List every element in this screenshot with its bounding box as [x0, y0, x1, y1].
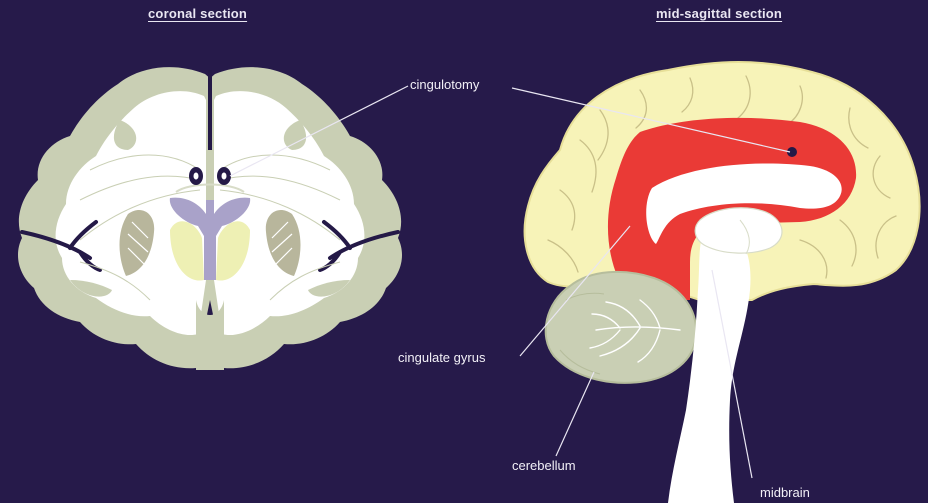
cerebellum-label: cerebellum [512, 458, 576, 473]
coronal-lower-notch [196, 300, 224, 370]
lesion-highlight [194, 173, 199, 180]
cerebellum-leader [556, 372, 594, 456]
cingulate-gyrus-label: cingulate gyrus [398, 350, 485, 365]
lesion-highlight [222, 173, 227, 180]
sagittal-section [525, 62, 920, 503]
midbrain-label: midbrain [760, 485, 810, 500]
coronal-section [18, 67, 402, 370]
diencephalon [695, 208, 782, 253]
cingulotomy-label: cingulotomy [410, 77, 479, 92]
